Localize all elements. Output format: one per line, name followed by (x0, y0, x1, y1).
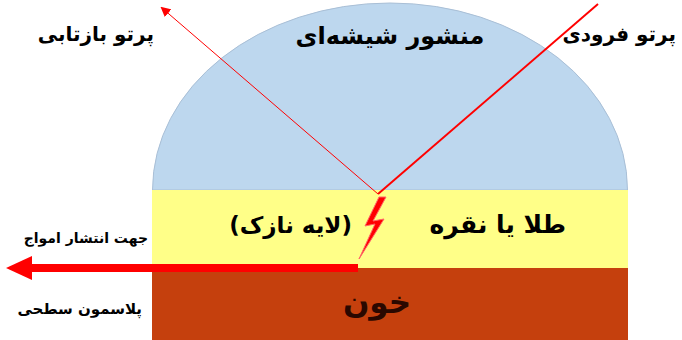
reflected-ray-label: پرتو بازتابی (4, 22, 154, 46)
propagation-arrow-head (6, 256, 32, 280)
lightning-bolt (359, 197, 386, 259)
blood-label: خون (322, 284, 432, 321)
reflected-ray (162, 8, 378, 194)
metal-label: طلا یا نقره (396, 210, 566, 240)
incident-ray-label: پرتو فرودی (548, 22, 676, 46)
propagation-label: جهت انتشار امواج (2, 230, 148, 247)
metal-layer: طلا یا نقره (لایه نازک) (152, 190, 628, 268)
thin-layer-label: (لایه نازک) (200, 212, 352, 240)
plasmon-label: پلاسمون سطحی (2, 300, 142, 318)
blood-layer: خون (152, 268, 628, 340)
incident-ray (378, 4, 598, 194)
propagation-arrow-shaft (28, 264, 358, 272)
glass-prism: منشور شیشه‌ای (152, 2, 628, 190)
prism-label: منشور شیشه‌ای (152, 22, 628, 51)
